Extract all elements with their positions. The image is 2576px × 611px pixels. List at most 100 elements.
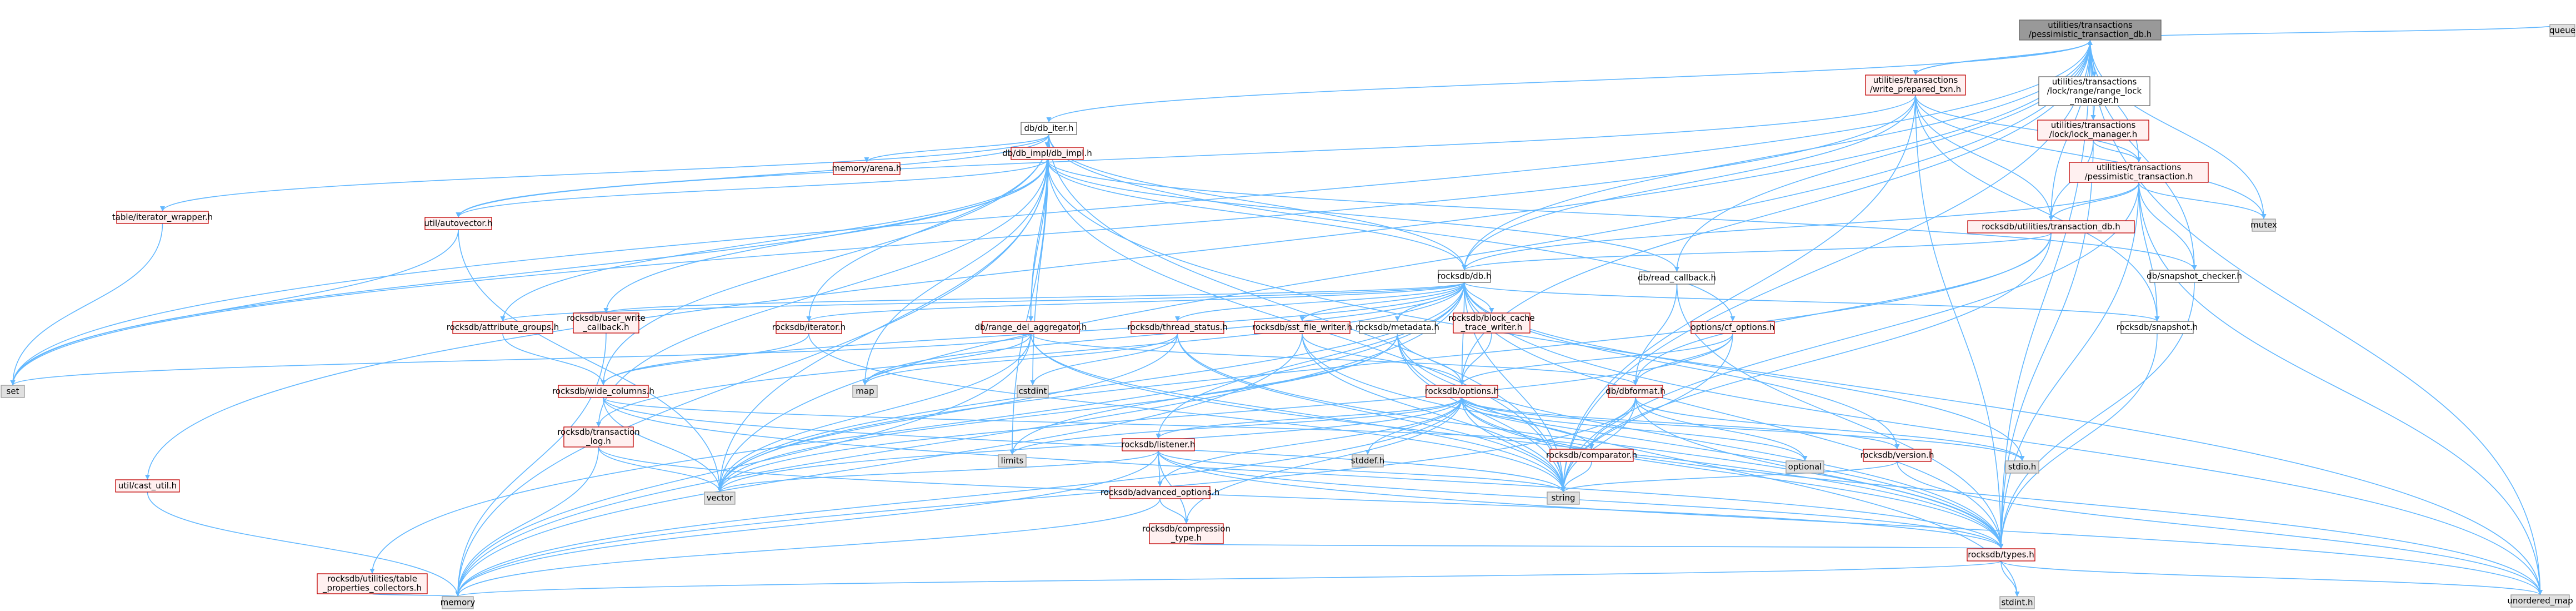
node-attribute_groups[interactable]: rocksdb/attribute_groups.h (447, 321, 559, 334)
node-compression_type[interactable]: rocksdb/compression_type.h (1142, 523, 1231, 544)
node-label-table_iter_wrapper-0: table/iterator_wrapper.h (112, 212, 213, 222)
node-box-attribute_groups (452, 321, 553, 334)
node-queue: queue (2549, 24, 2575, 37)
node-box-types (1967, 548, 2035, 562)
node-listener[interactable]: rocksdb/listener.h (1122, 438, 1196, 451)
node-adv_options[interactable]: rocksdb/advanced_options.h (1101, 486, 1219, 499)
edge-write_prepared-to-root (1915, 39, 2091, 76)
node-iterator[interactable]: rocksdb/iterator.h (772, 321, 846, 334)
node-options[interactable]: rocksdb/options.h (1425, 385, 1499, 398)
node-box-snapshot_checker (2149, 270, 2239, 283)
node-vector: vector (704, 491, 736, 505)
node-box-lock_mgr_rl (2038, 76, 2150, 106)
node-comparator[interactable]: rocksdb/comparator.h (1546, 449, 1637, 462)
node-label-txn_db-0: rocksdb/utilities/transaction_db.h (1982, 221, 2120, 232)
node-cast_util[interactable]: util/cast_util.h (115, 479, 180, 493)
arrowhead-thread_status-to-map (862, 380, 868, 385)
edge-options-to-comparator (1461, 397, 1592, 450)
edge-adv_options-to-memory (457, 498, 1161, 597)
edge-txn_db-to-vector (719, 232, 2052, 493)
node-db_impl[interactable]: db/db_impl/db_impl.h (1002, 147, 1092, 160)
edge-root-to-cast_util (147, 39, 2091, 480)
node-autovector[interactable]: util/autovector.h (424, 217, 493, 230)
edge-db_impl-to-autovector (458, 159, 1048, 218)
edge-range_del_agg-to-vector (719, 333, 1032, 493)
node-rocksdb_db[interactable]: rocksdb/db.h (1437, 270, 1492, 283)
node-read_callback[interactable]: db/read_callback.h (1638, 271, 1716, 285)
arrowhead-write_prepared-to-root (2088, 40, 2093, 45)
node-box-thread_status (1131, 321, 1224, 334)
node-write_prepared[interactable]: utilities/transactions/write_prepared_tx… (1865, 74, 1966, 96)
node-box-block_cache_trace (1453, 312, 1530, 334)
node-label-queue-0: queue (2549, 25, 2575, 35)
edge-attribute_groups-to-wide_columns (502, 333, 604, 386)
arrowhead-rocksdb_db-to-attribute_groups (500, 316, 506, 321)
node-label-thread_status-0: rocksdb/thread_status.h (1127, 322, 1228, 332)
node-lock_mgr[interactable]: utilities/transactions/lock/lock_manager… (2037, 120, 2149, 141)
node-box-stddef (1352, 454, 1384, 468)
edge-thread_status-to-string (1177, 333, 1564, 493)
edge-read_callback-to-dbformat (1635, 284, 1678, 386)
edge-iterator-to-string (808, 333, 1564, 493)
arrowhead-pess_txn-to-mutex (2261, 214, 2267, 219)
edge-txn_log-to-types (598, 446, 2002, 549)
arrowhead-db_impl-to-snapshot_checker (2192, 265, 2197, 270)
edge-rocksdb_db-to-types (1464, 282, 2002, 549)
node-cf_options[interactable]: options/cf_options.h (1690, 321, 1775, 334)
edge-write_prepared-to-pess_txn (1915, 95, 2139, 163)
node-label-vector-0: vector (707, 493, 733, 503)
edge-db_impl-to-attribute_groups (502, 159, 1048, 322)
node-wide_columns[interactable]: rocksdb/wide_columns.h (552, 385, 654, 398)
node-box-autovector (424, 217, 492, 230)
node-lock_mgr_rl[interactable]: utilities/transactions/lock/range/range_… (2038, 76, 2150, 106)
node-root[interactable]: utilities/transactions/pessimistic_trans… (2019, 19, 2162, 41)
node-txn_db[interactable]: rocksdb/utilities/transaction_db.h (1967, 220, 2135, 234)
node-memory_arena[interactable]: memory/arena.h (832, 162, 902, 175)
node-label-cast_util-0: util/cast_util.h (118, 480, 177, 491)
node-snapshot_checker[interactable]: db/snapshot_checker.h (2147, 270, 2242, 283)
arrowhead-rocksdb_db-to-thread_status (1175, 316, 1180, 321)
node-user_write_cb[interactable]: rocksdb/user_write_callback.h (567, 312, 646, 334)
node-box-map (852, 385, 878, 398)
edge-rocksdb_db-to-attribute_groups (502, 282, 1465, 322)
edge-txn_log-to-memory (457, 446, 599, 597)
node-box-tbl_props_coll (317, 573, 428, 594)
node-box-range_del_agg (982, 321, 1080, 334)
node-version[interactable]: rocksdb/version.h (1860, 449, 1934, 462)
node-range_del_agg[interactable]: db/range_del_aggregator.h (975, 321, 1087, 334)
edge-rocksdb_db-to-iterator (808, 282, 1465, 322)
node-label-tbl_props_coll-1: _properties_collectors.h (322, 583, 422, 594)
edge-lock_mgr-to-pess_txn (2093, 140, 2139, 163)
edge-pess_txn-to-string (1563, 182, 2139, 493)
node-label-optional-0: optional (1788, 461, 1822, 471)
node-label-lock_mgr-1: /lock/lock_manager.h (2049, 130, 2137, 140)
node-db_iter[interactable]: db/db_iter.h (1021, 122, 1077, 135)
node-label-user_write_cb-0: rocksdb/user_write (567, 313, 646, 324)
node-box-write_prepared (1865, 74, 1966, 96)
node-snapshot[interactable]: rocksdb/snapshot.h (2117, 321, 2198, 334)
node-mutex: mutex (2250, 218, 2277, 232)
edge-pess_txn-to-unordered_map (2138, 182, 2541, 595)
node-box-db_iter (1021, 122, 1077, 135)
arrowhead-types-to-memory (455, 592, 461, 597)
node-thread_status[interactable]: rocksdb/thread_status.h (1127, 321, 1228, 334)
node-label-iterator-0: rocksdb/iterator.h (772, 322, 846, 332)
node-dbformat[interactable]: db/dbformat.h (1605, 385, 1665, 398)
node-block_cache_trace[interactable]: rocksdb/block_cache_trace_writer.h (1448, 312, 1535, 334)
edge-db_iter-to-table_iter_wrapper (162, 134, 1049, 212)
node-metadata[interactable]: rocksdb/metadata.h (1355, 321, 1439, 334)
node-tbl_props_coll[interactable]: rocksdb/utilities/table_properties_colle… (317, 573, 428, 594)
node-sst_file_writer[interactable]: rocksdb/sst_file_writer.h (1252, 321, 1352, 334)
node-txn_log[interactable]: rocksdb/transaction_log.h (557, 426, 640, 448)
node-label-rocksdb_db-0: rocksdb/db.h (1437, 271, 1491, 281)
edge-metadata-to-stdint (1397, 333, 2018, 597)
node-pess_txn[interactable]: utilities/transactions/pessimistic_trans… (2069, 162, 2209, 183)
node-table_iter_wrapper[interactable]: table/iterator_wrapper.h (112, 211, 213, 224)
edge-root-to-unordered_map (2089, 39, 2541, 595)
arrowhead-cf_options-to-dbformat (1633, 380, 1638, 385)
arrowhead-rocksdb_db-to-user_write_cb (603, 308, 609, 313)
arrowhead-listener-to-adv_options (1157, 481, 1163, 486)
node-types[interactable]: rocksdb/types.h (1967, 548, 2035, 562)
node-label-options-0: rocksdb/options.h (1425, 386, 1499, 396)
node-label-block_cache_trace-0: rocksdb/block_cache (1448, 313, 1535, 324)
